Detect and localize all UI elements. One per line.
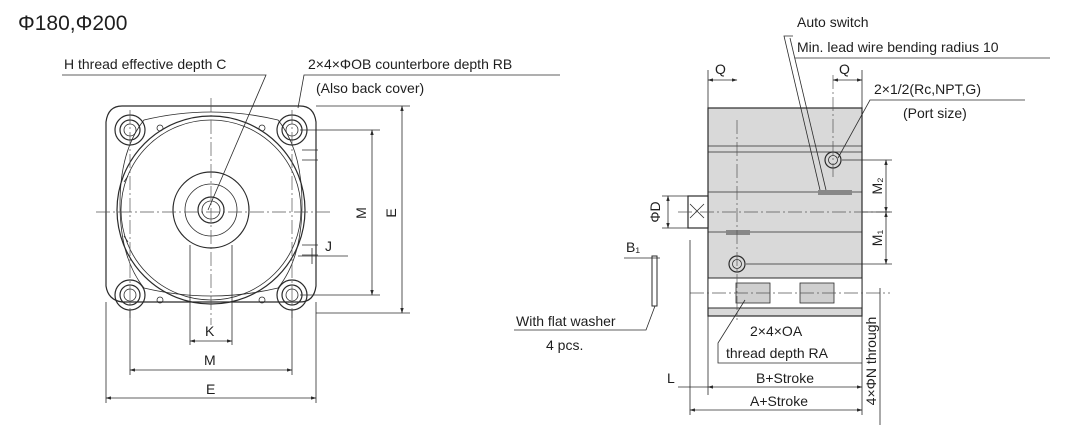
dim-e-horizontal-label: E: [206, 381, 215, 397]
dim-m2-label: M₂: [869, 177, 885, 194]
port-label: 2×1/2(Rc,NPT,G): [874, 81, 981, 97]
dim-m-vertical-label: M: [353, 207, 369, 219]
front-inner-outline: [119, 111, 303, 297]
port-leader: [837, 99, 1025, 159]
dim-l-label: L: [667, 370, 675, 386]
auto-switch-leader: [783, 35, 821, 191]
h-thread-leader: [62, 74, 267, 211]
dim-phi-d-label: ΦD: [647, 201, 663, 222]
dim-q-left-label: Q: [715, 61, 726, 77]
front-view: H thread effective depth C 2×4×ΦOB count…: [62, 56, 560, 403]
back-cover-label: (Also back cover): [316, 80, 424, 96]
dim-j-label: J: [325, 238, 332, 254]
flat-washer: [651, 255, 658, 307]
bolt-mark: [258, 124, 266, 132]
port-size-label: (Port size): [903, 105, 967, 121]
auto-switch-upper: [818, 190, 852, 195]
h-thread-label: H thread effective depth C: [64, 56, 226, 72]
auto-switch-lower: [726, 230, 750, 235]
thread-depth-label: thread depth RA: [726, 345, 829, 361]
bolt-mark: [258, 296, 266, 304]
a-stroke-label: A+Stroke: [750, 393, 808, 409]
washer-count-label: 4 pcs.: [546, 337, 583, 353]
flat-washer-leader: [514, 305, 656, 331]
lead-wire-label: Min. lead wire bending radius 10: [797, 39, 999, 55]
side-marks: [123, 175, 129, 243]
b-stroke-label: B+Stroke: [756, 370, 814, 386]
thread-oa-label: 2×4×OA: [750, 323, 803, 339]
thread-oa-leader: [717, 299, 862, 364]
switch-groove-marks: [302, 149, 318, 256]
n-through-label: 4×ΦN through: [863, 317, 879, 406]
rod-flat-mark: [689, 203, 705, 219]
dim-e-vertical-label: E: [383, 208, 399, 217]
dim-m-horizontal-label: M: [204, 352, 216, 368]
page-title: Φ180,Φ200: [18, 12, 127, 35]
side-view: Auto switch Min. lead wire bending radiu…: [514, 14, 1050, 425]
front-body-outline: [105, 105, 317, 303]
flat-washer-label: With flat washer: [516, 313, 616, 329]
bolt-mark: [156, 296, 164, 304]
counterbore-leader: [297, 74, 560, 109]
dim-q-right-label: Q: [839, 61, 850, 77]
dim-m1-label: M₁: [869, 230, 885, 247]
dim-b1-label: B₁: [626, 239, 640, 255]
counterbore-label: 2×4×ΦOB counterbore depth RB: [308, 56, 512, 72]
auto-switch-label: Auto switch: [797, 14, 869, 30]
dim-k-label: K: [205, 323, 215, 339]
bolt-mark: [156, 124, 164, 132]
